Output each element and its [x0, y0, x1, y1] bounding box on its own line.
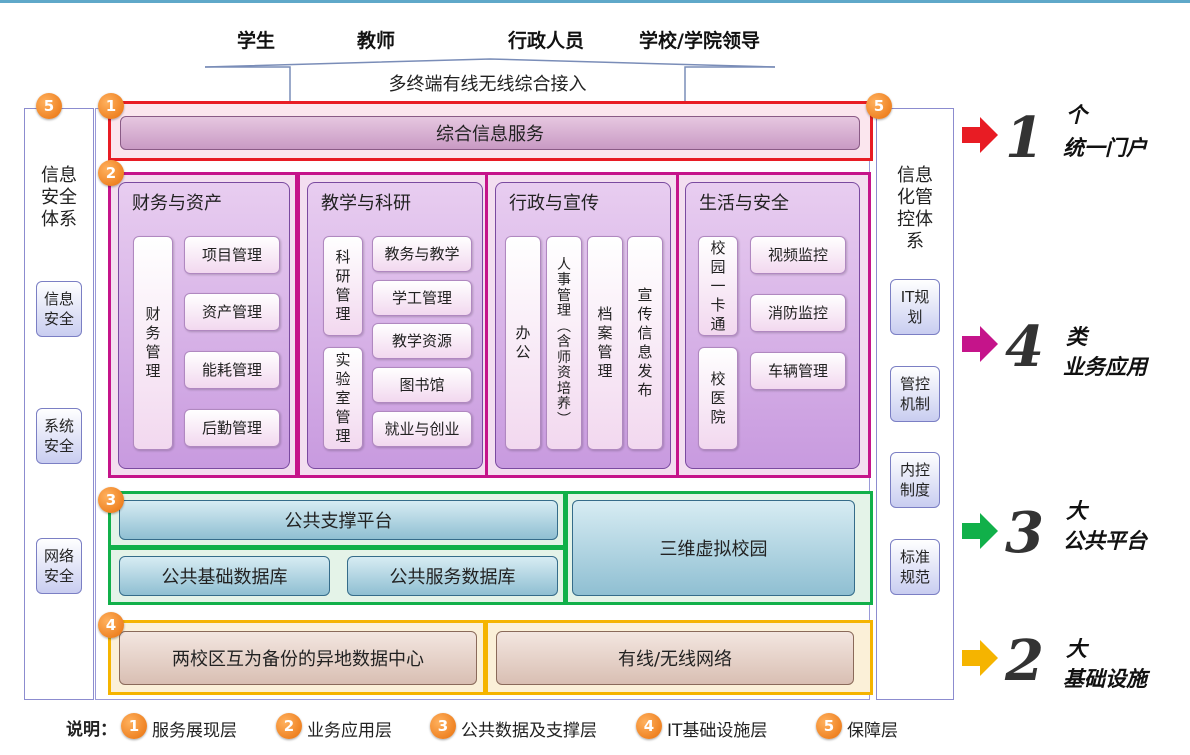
access-banner-shape	[204, 58, 776, 105]
asset-management: 资产管理	[184, 293, 280, 331]
badge-biz-2: 2	[98, 160, 124, 186]
research-management: 科 研 管 理	[323, 236, 363, 336]
archive-management: 档 案 管 理	[587, 236, 623, 450]
it-planning-item: IT规 划	[890, 279, 940, 335]
layer-arrow-infra-icon	[962, 640, 998, 676]
hr-management: 人 事 管 理 ︵ 含 师 资 培 养 ︶	[546, 236, 582, 450]
energy-management: 能耗管理	[184, 351, 280, 389]
network-security-item: 网络 安全	[36, 538, 82, 594]
admin-title: 行政与宣传	[509, 193, 599, 214]
legend-badge-5: 5	[816, 713, 842, 739]
layer-num-infra: 2	[1005, 628, 1044, 694]
layer-word1-biz: 类	[1066, 325, 1087, 349]
legend-text-2: 业务应用层	[307, 721, 392, 741]
security-panel-title: 信息 安全 体系	[41, 165, 77, 230]
badge-platform-3: 3	[98, 487, 124, 513]
security-panel	[24, 108, 94, 700]
legend-badge-4: 4	[636, 713, 662, 739]
layer-word2-portal: 统一门户	[1063, 136, 1147, 160]
legend-text-1: 服务展现层	[152, 721, 237, 741]
academic-affairs: 教务与教学	[372, 236, 472, 272]
legend-text-4: IT基础设施层	[667, 721, 768, 741]
user-teacher: 教师	[357, 30, 396, 52]
layer-word1-infra: 大	[1066, 637, 1087, 661]
layer-num-portal: 1	[1005, 105, 1044, 171]
lab-management: 实 验 室 管 理	[323, 347, 363, 450]
layer-word2-biz: 业务应用	[1063, 355, 1147, 379]
layer-arrow-biz-icon	[962, 326, 998, 362]
legend-badge-2: 2	[276, 713, 302, 739]
layer-word1-portal: 个	[1066, 103, 1087, 127]
legend-text-3: 公共数据及支撑层	[461, 721, 597, 741]
virtual-campus-3d: 三维虚拟校园	[572, 500, 855, 596]
layer-arrow-platform-icon	[962, 513, 998, 549]
badge-portal-1: 1	[98, 93, 124, 119]
teaching-title: 教学与科研	[321, 193, 411, 214]
badge-infra-4: 4	[98, 612, 124, 638]
legend-text-5: 保障层	[847, 721, 898, 741]
control-mechanism-item: 管控 机制	[890, 366, 940, 422]
badge-security-5: 5	[36, 93, 62, 119]
campus-card: 校 园 一 卡 通	[698, 236, 738, 336]
student-affairs: 学工管理	[372, 280, 472, 316]
standards-item: 标准 规范	[890, 539, 940, 595]
internal-control-item: 内控 制度	[890, 452, 940, 508]
office: 办 公	[505, 236, 541, 450]
library: 图书馆	[372, 367, 472, 403]
layer-num-biz: 4	[1005, 314, 1044, 380]
logistics-management: 后勤管理	[184, 409, 280, 447]
user-leaders: 学校/学院领导	[639, 30, 760, 52]
system-security-item: 系统 安全	[36, 408, 82, 464]
legend-label: 说明：	[66, 720, 117, 740]
public-service-database: 公共服务数据库	[347, 556, 558, 596]
layer-arrow-portal-icon	[962, 117, 998, 153]
campus-hospital: 校 医 院	[698, 347, 738, 450]
project-management: 项目管理	[184, 236, 280, 274]
user-admin-staff: 行政人员	[508, 30, 585, 52]
video-surveillance: 视频监控	[750, 236, 846, 274]
publicity-release: 宣 传 信 息 发 布	[627, 236, 663, 450]
top-accent-line	[0, 0, 1190, 3]
legend-badge-1: 1	[121, 713, 147, 739]
info-security-item: 信息 安全	[36, 281, 82, 337]
vehicle-management: 车辆管理	[750, 352, 846, 390]
teaching-resources: 教学资源	[372, 323, 472, 359]
badge-governance-5: 5	[866, 93, 892, 119]
fire-monitoring: 消防监控	[750, 294, 846, 332]
datacenter-box: 两校区互为备份的异地数据中心	[119, 631, 477, 685]
finance-title: 财务与资产	[132, 193, 222, 214]
finance-management: 财 务 管 理	[133, 236, 173, 450]
governance-panel-title: 信息 化管 控体 系	[897, 165, 933, 252]
employment: 就业与创业	[372, 411, 472, 447]
public-support-platform: 公共支撑平台	[119, 500, 558, 540]
access-label: 多终端有线无线综合接入	[388, 74, 587, 95]
layer-num-platform: 3	[1005, 500, 1044, 566]
life-title: 生活与安全	[699, 193, 789, 214]
user-student: 学生	[237, 30, 276, 52]
public-basic-database: 公共基础数据库	[119, 556, 330, 596]
layer-word2-platform: 公共平台	[1063, 529, 1147, 553]
layer-word1-platform: 大	[1066, 499, 1087, 523]
layer-word2-infra: 基础设施	[1063, 667, 1147, 691]
portal-service-bar: 综合信息服务	[120, 116, 860, 150]
legend-badge-3: 3	[430, 713, 456, 739]
network-box: 有线/无线网络	[496, 631, 854, 685]
